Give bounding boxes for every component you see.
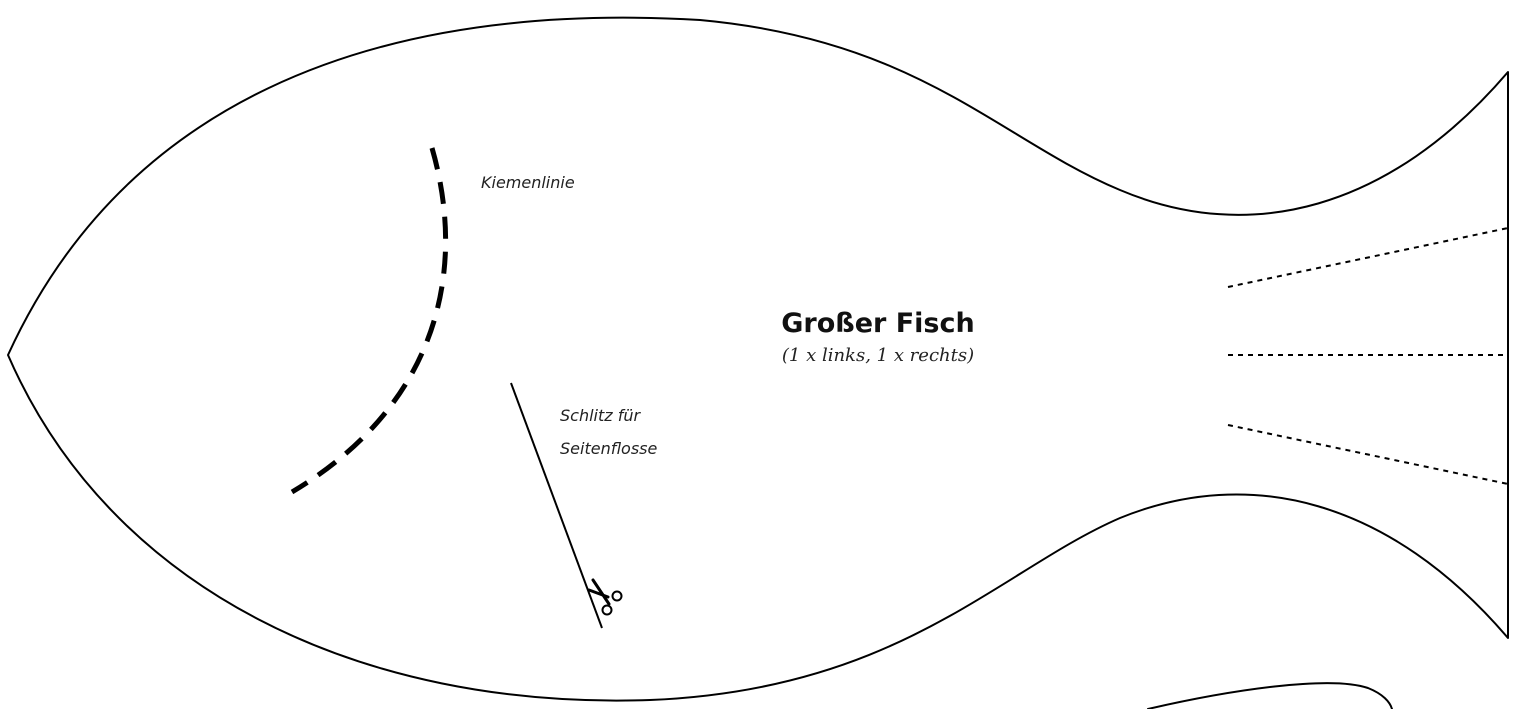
tail-fold-line-bottom <box>1227 424 1509 485</box>
gill-label: Kiemenlinie <box>481 173 575 192</box>
gill-line <box>290 147 449 495</box>
fish-outline <box>7 16 1509 702</box>
tail-fold-line-top <box>1227 227 1509 288</box>
slit-label-line-1: Schlitz für <box>560 406 642 425</box>
slit-label-line-2: Seitenflosse <box>560 439 658 458</box>
pattern-title: Großer Fisch <box>781 308 974 339</box>
partial-outline-bottom <box>1147 682 1393 709</box>
scissors-icon <box>587 578 623 616</box>
fin-slit-line <box>510 382 603 629</box>
pattern-subtitle: (1 x links, 1 x rechts) <box>782 345 974 366</box>
